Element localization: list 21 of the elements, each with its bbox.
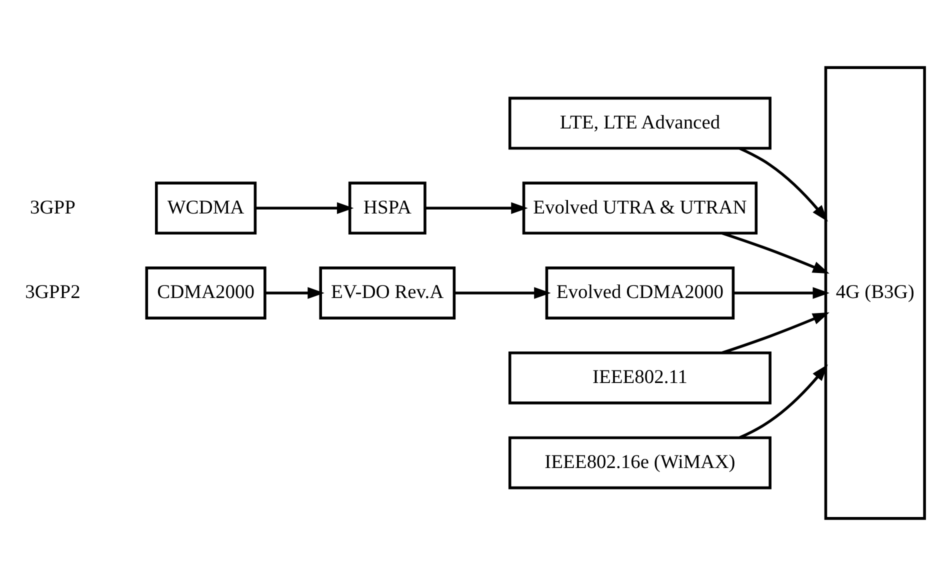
- label: 3GPP: [30, 197, 76, 218]
- node-box: IEEE802.16e (WiMAX): [508, 436, 772, 490]
- node-box: CDMA2000: [145, 266, 266, 320]
- node-box: 4G (B3G): [824, 66, 926, 520]
- node-box: WCDMA: [155, 182, 257, 235]
- node-box: LTE, LTE Advanced: [508, 96, 772, 150]
- arrow: [733, 287, 830, 299]
- arrow: [454, 287, 551, 299]
- arrow: [722, 232, 830, 274]
- node-box: Evolved UTRA & UTRAN: [522, 182, 758, 235]
- node-box: Evolved CDMA2000: [545, 266, 735, 320]
- arrow: [265, 287, 324, 299]
- arrow: [722, 312, 830, 354]
- arrow: [739, 147, 828, 222]
- node-box: IEEE802.11: [508, 351, 772, 404]
- node-box: HSPA: [348, 182, 426, 235]
- arrow: [256, 202, 354, 214]
- node-box: EV-DO Rev.A: [319, 266, 456, 320]
- arrow: [425, 202, 528, 214]
- label: 3GPP2: [25, 282, 80, 304]
- arrow: [739, 364, 828, 439]
